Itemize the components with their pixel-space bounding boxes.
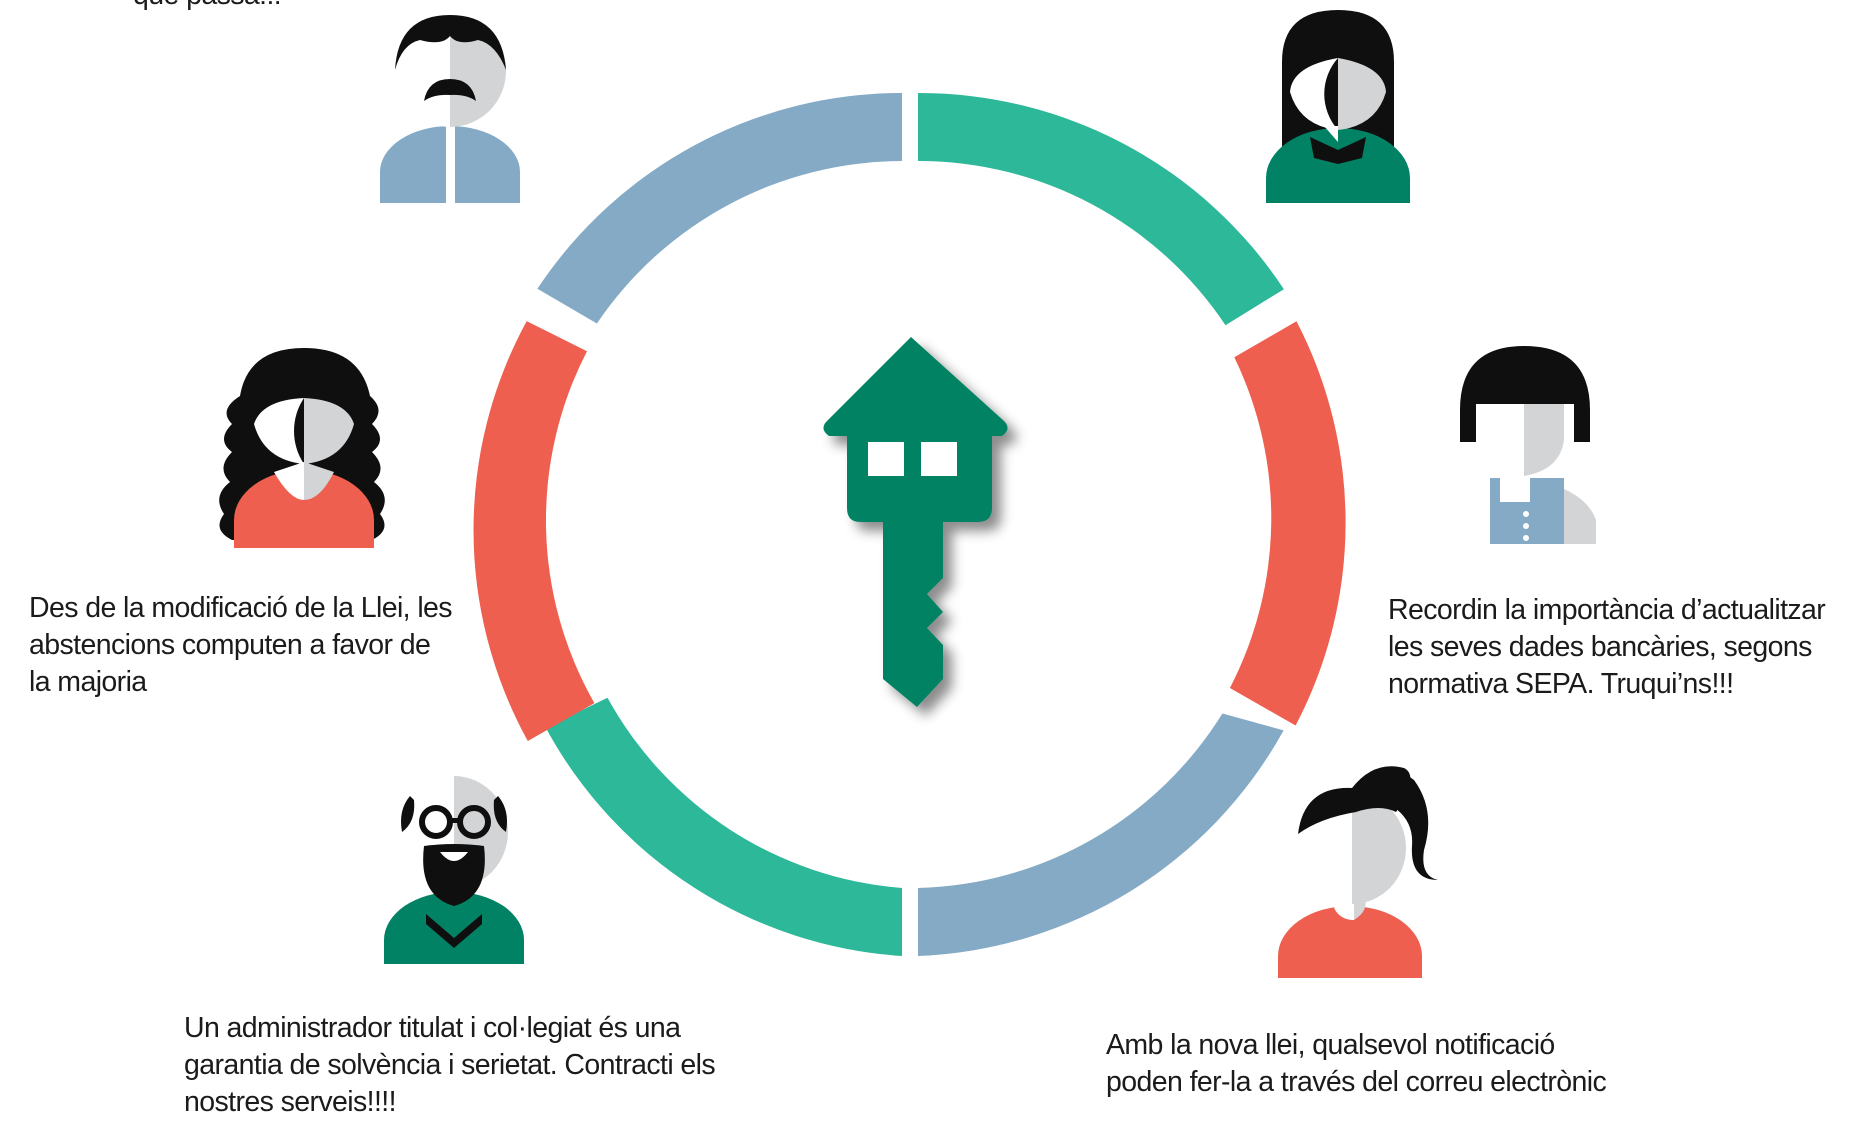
- caption-line: normativa SEPA. Truqui’ns!!!: [1388, 668, 1734, 700]
- caption-line: abstencions computen a favor de: [29, 629, 431, 661]
- woman-curly-hair-avatar: [219, 348, 385, 548]
- woman-long-hair-avatar: [1266, 10, 1410, 203]
- ring-segment-left: [473, 321, 595, 741]
- ring-segment-bottom-left: [545, 697, 902, 956]
- bald-man-glasses-avatar: [384, 776, 524, 964]
- caption-left: Des de la modificació de la Llei, les ab…: [29, 590, 453, 701]
- caption-line: Recordin la importància d’actualitzar: [1388, 594, 1826, 626]
- caption-line: Un administrador titulat i col·legiat és…: [184, 1012, 681, 1044]
- segmented-ring: [473, 92, 1346, 956]
- caption-line: què passa!!!: [133, 0, 282, 14]
- woman-bangs-avatar: [1460, 346, 1596, 544]
- caption-line: poden fer-la a través del correu electrò…: [1106, 1066, 1607, 1098]
- caption-top-left: què passa!!!: [133, 0, 282, 14]
- caption-bottom-left: Un administrador titulat i col·legiat és…: [184, 1010, 716, 1121]
- caption-line: les seves dades bancàries, segons: [1388, 631, 1812, 663]
- house-key-icon: [823, 337, 1008, 707]
- caption-bottom-right: Amb la nova llei, qualsevol notificació …: [1106, 1027, 1607, 1101]
- woman-ponytail-avatar: [1278, 766, 1438, 978]
- caption-line: Amb la nova llei, qualsevol notificació: [1106, 1029, 1555, 1061]
- man-mustache-avatar: [380, 15, 520, 204]
- caption-right: Recordin la importància d’actualitzar le…: [1388, 592, 1826, 703]
- ring-segment-top-left: [537, 92, 902, 324]
- ring-segment-top-right: [918, 92, 1284, 326]
- caption-line: garantia de solvència i serietat. Contra…: [184, 1049, 716, 1081]
- caption-line: la majoria: [29, 666, 147, 698]
- caption-line: Des de la modificació de la Llei, les: [29, 592, 453, 624]
- ring-segment-right: [1229, 321, 1346, 726]
- ring-segment-bottom-right: [918, 713, 1284, 956]
